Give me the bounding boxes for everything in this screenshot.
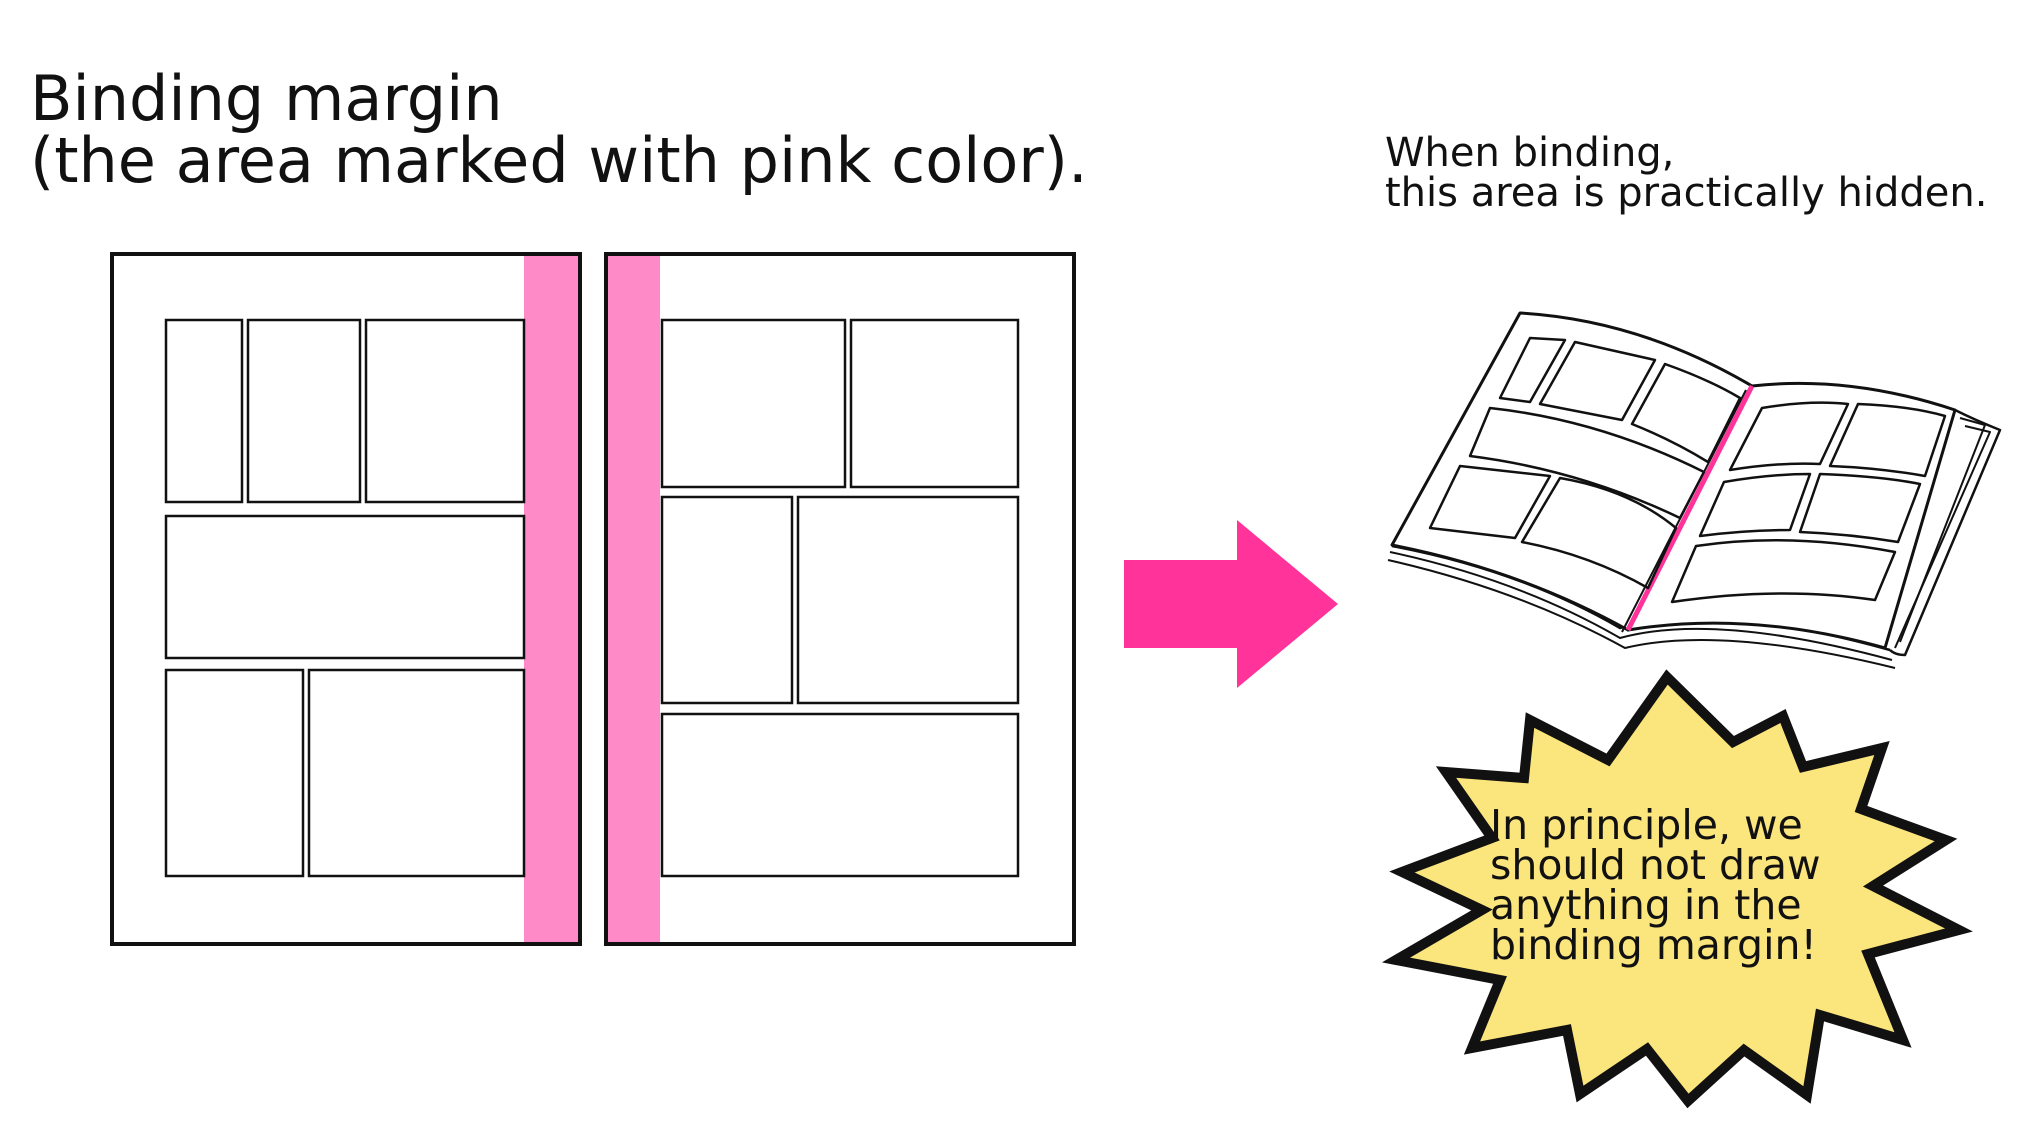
callout-line-1: In principle, we (1490, 801, 1803, 849)
right-page-panels (660, 318, 1020, 878)
panel (164, 668, 305, 878)
panel (307, 668, 526, 878)
callout-line-2: should not draw (1490, 841, 1821, 889)
note-line-1: When binding, (1385, 130, 1675, 176)
binding-note: When binding, this area is practically h… (1385, 133, 1987, 213)
panel (849, 318, 1020, 489)
panel (660, 318, 847, 489)
note-line-2: this area is practically hidden. (1385, 170, 1988, 216)
callout-line-4: binding margin! (1490, 921, 1817, 969)
left-binding-margin (524, 256, 578, 942)
left-page-border (110, 252, 582, 946)
panel (660, 495, 794, 705)
starburst-callout (1381, 669, 1973, 1109)
panel (164, 514, 526, 660)
title-line-2: (the area marked with pink color). (30, 124, 1088, 197)
right-page-border (604, 252, 1076, 946)
left-page-panels (164, 318, 526, 878)
left-page (110, 252, 582, 946)
callout-line-3: anything in the (1490, 881, 1802, 929)
panel (796, 495, 1020, 705)
panel (660, 712, 1020, 878)
panel (364, 318, 526, 504)
panel (246, 318, 362, 504)
right-binding-margin (608, 256, 660, 942)
title-line-1: Binding margin (30, 62, 503, 135)
panel (164, 318, 244, 504)
callout-text: In principle, we should not draw anythin… (1490, 801, 1821, 969)
right-arrow-icon (1124, 520, 1338, 688)
diagram-title: Binding margin (the area marked with pin… (30, 68, 1088, 192)
open-book-icon (1387, 311, 2002, 669)
right-page (604, 252, 1076, 946)
